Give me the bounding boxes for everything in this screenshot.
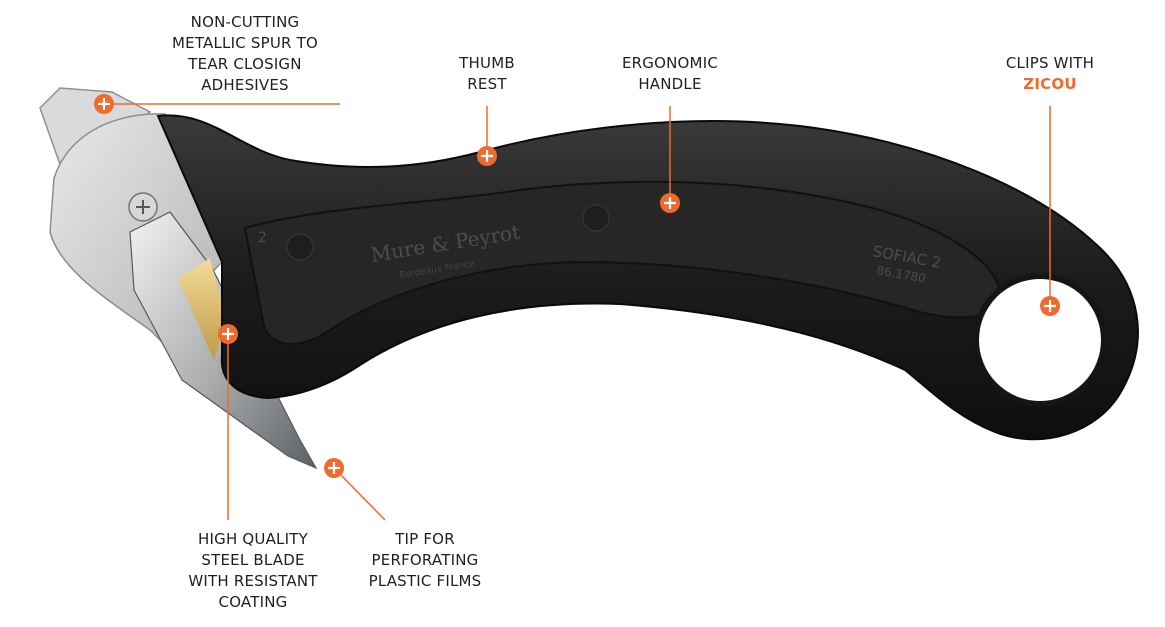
callout-spur: NON-CUTTING METALLIC SPUR TO TEAR CLOSIG… (172, 13, 318, 94)
plus-circle-icon (94, 94, 114, 114)
plus-circle-icon (1040, 296, 1060, 316)
callout-clips: CLIPS WITH ZICOU (990, 53, 1110, 95)
plus-circle-icon (324, 458, 344, 478)
plus-circle-icon (660, 193, 680, 213)
brand-highlight: ZICOU (1023, 75, 1077, 93)
leader-lines (104, 103, 1051, 521)
plus-circle-icon (218, 324, 238, 344)
plus-circle-icon (477, 146, 497, 166)
clip-hole (973, 273, 1107, 407)
blade-coating (178, 258, 226, 360)
callout-thumb-rest: THUMB REST (459, 54, 515, 93)
callout-ergonomic-handle: ERGONOMIC HANDLE (622, 54, 718, 93)
callout-blade: HIGH QUALITY STEEL BLADE WITH RESISTANT … (188, 530, 318, 611)
mould-number: 2 (258, 230, 267, 246)
callout-tip: TIP FOR PERFORATING PLASTIC FILMS (368, 530, 482, 590)
